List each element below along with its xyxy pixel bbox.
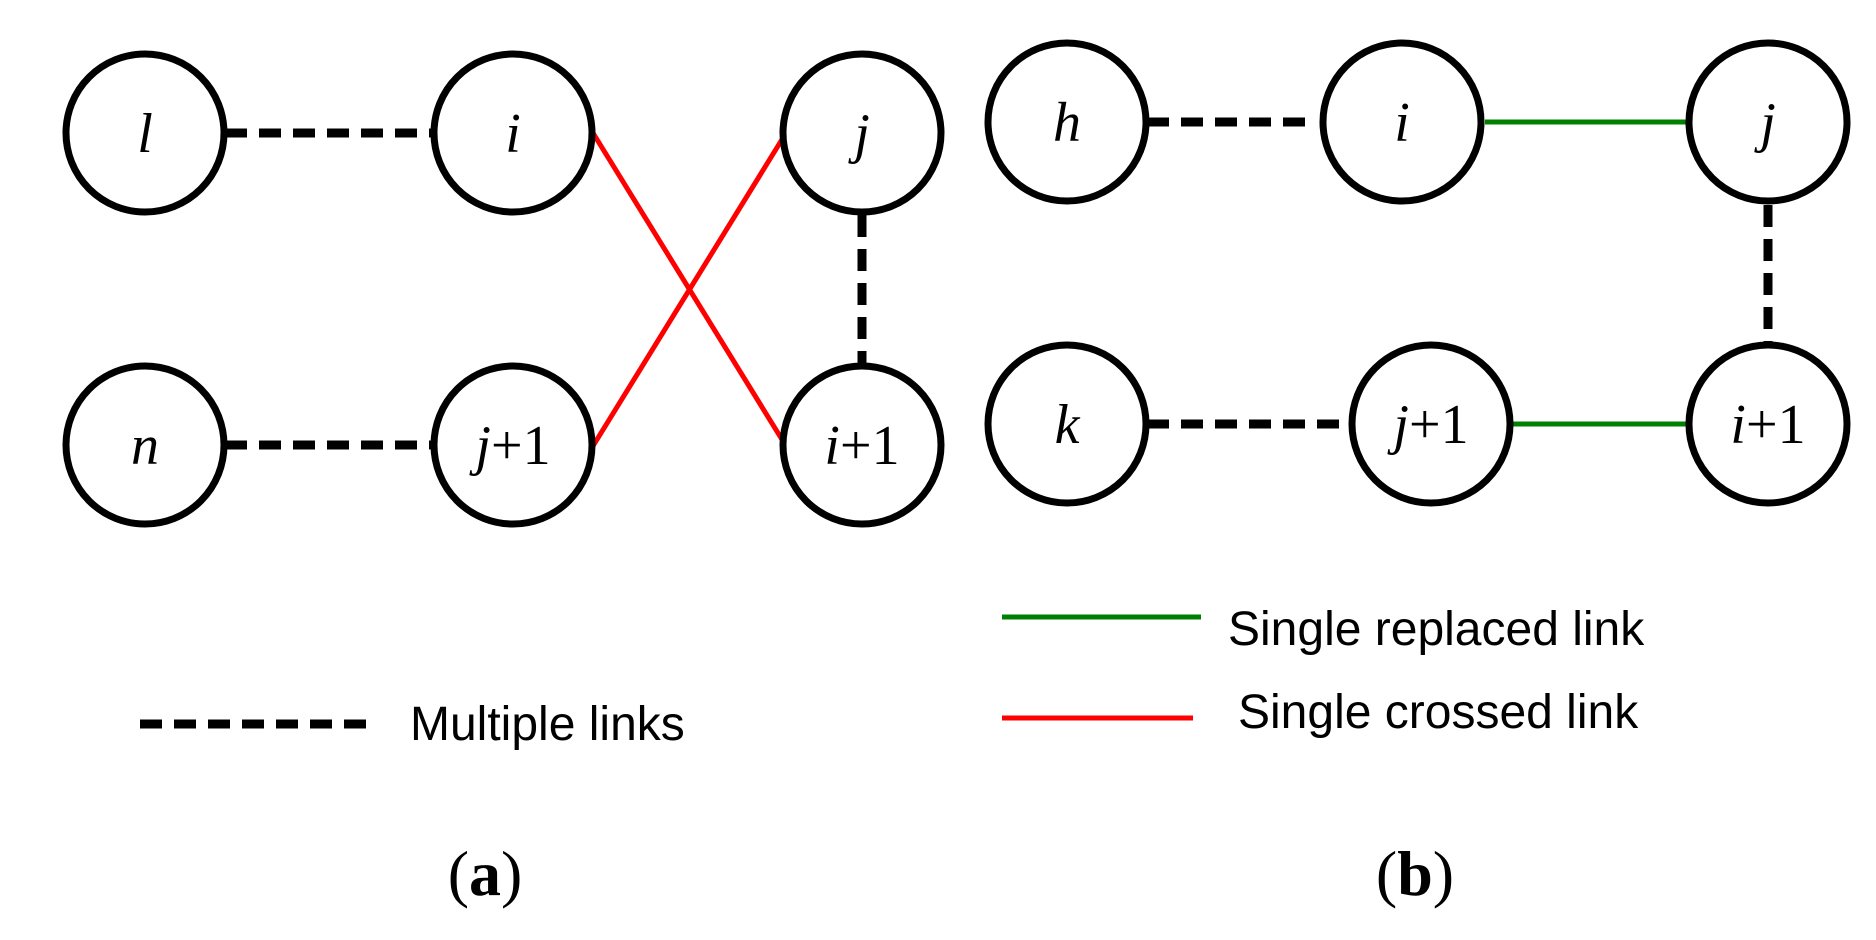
svg-text:i+1: i+1 xyxy=(1730,394,1805,456)
legend-replaced-label: Single replaced link xyxy=(1228,603,1645,656)
node-b-h: h xyxy=(984,39,1150,205)
svg-text:j+1: j+1 xyxy=(1387,394,1468,456)
node-a-i: i xyxy=(430,50,596,216)
svg-text:i: i xyxy=(505,103,521,165)
node-a-n-label: n xyxy=(131,415,159,477)
svg-text:h: h xyxy=(1053,92,1081,154)
legend-crossed-label: Single crossed link xyxy=(1238,686,1639,739)
svg-text:k: k xyxy=(1055,394,1081,456)
node-b-j: j xyxy=(1685,39,1851,205)
legend-multiple-label: Multiple links xyxy=(410,698,685,751)
svg-text:i+1: i+1 xyxy=(824,415,899,477)
node-a-l-label: l xyxy=(137,103,153,165)
svg-text:l: l xyxy=(137,103,153,165)
node-a-j-plus-1: j+1 xyxy=(430,362,596,528)
node-b-j-plus-1-label: j xyxy=(1387,394,1409,456)
node-b-i-plus-1: i+1 xyxy=(1685,341,1851,507)
node-a-j-plus-1-label: j xyxy=(469,415,491,477)
node-a-i-plus-1-label: i xyxy=(824,415,840,477)
panel-a-label: (a) xyxy=(448,838,523,909)
node-b-k-label: k xyxy=(1055,394,1081,456)
node-a-i-label: i xyxy=(505,103,521,165)
svg-text:i: i xyxy=(1394,92,1410,154)
node-b-h-label: h xyxy=(1053,92,1081,154)
node-b-k: k xyxy=(984,341,1150,507)
node-b-i-label: i xyxy=(1394,92,1410,154)
node-b-i: i xyxy=(1319,39,1485,205)
panel-b-edges xyxy=(1147,117,1773,429)
svg-text:j: j xyxy=(1754,92,1776,154)
panel-b-label: (b) xyxy=(1376,838,1454,909)
svg-text:j: j xyxy=(848,103,870,165)
node-a-l: l xyxy=(62,50,228,216)
node-b-j-plus-1: j+1 xyxy=(1348,341,1514,507)
svg-text:n: n xyxy=(131,415,159,477)
node-a-n: n xyxy=(62,362,228,528)
svg-text:j+1: j+1 xyxy=(469,415,550,477)
node-a-i-plus-1: i+1 xyxy=(779,362,945,528)
crossed-link-j1-j xyxy=(590,131,789,448)
node-b-j-label: j xyxy=(1754,92,1776,154)
node-a-j-label: j xyxy=(848,103,870,165)
node-a-j: j xyxy=(779,50,945,216)
node-b-i-plus-1-label: i xyxy=(1730,394,1746,456)
legend: Multiple links Single replaced link Sing… xyxy=(140,603,1645,751)
panel-a-edges xyxy=(225,128,867,450)
